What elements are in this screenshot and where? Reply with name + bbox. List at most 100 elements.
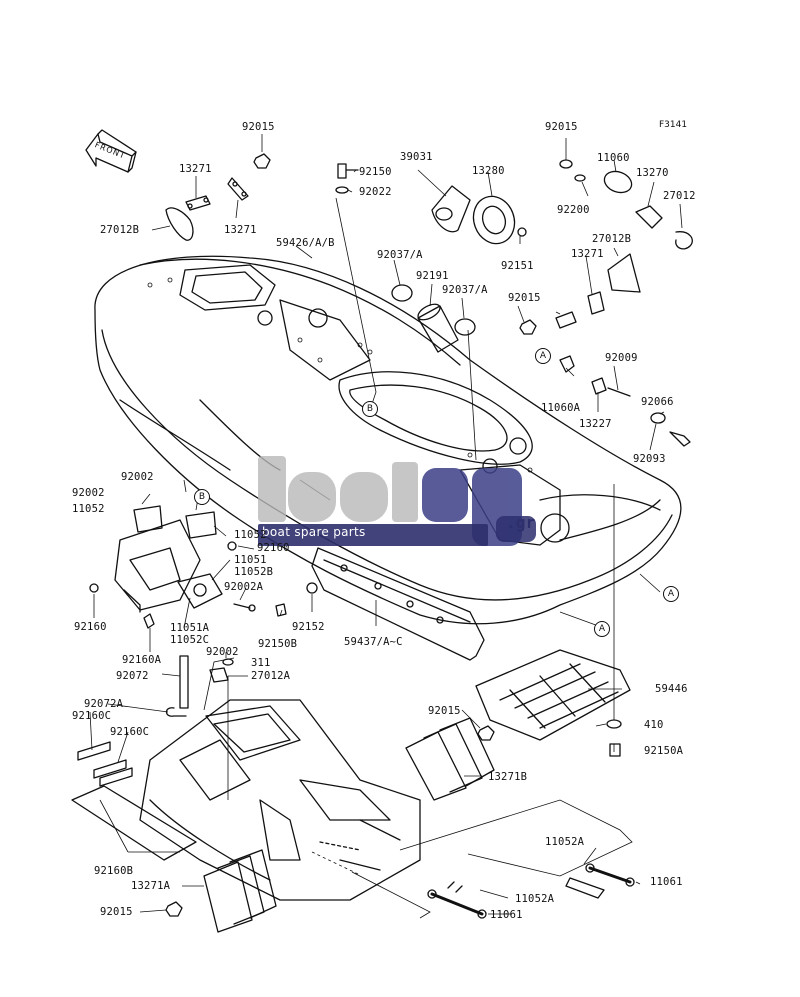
strap-92072 <box>179 655 189 709</box>
part-label: 92015 <box>100 906 133 918</box>
part-label: 92160C <box>110 726 150 738</box>
washer-92022 <box>335 186 349 194</box>
latch-11051 <box>177 573 223 609</box>
plate-27012b-left <box>165 207 194 241</box>
bolt-92150b <box>275 603 287 617</box>
hull-underside-illustration <box>139 699 421 901</box>
front-arrow-icon <box>85 129 137 173</box>
part-label: 92191 <box>416 270 449 282</box>
part-label: 92150B <box>258 638 298 650</box>
part-label: 39031 <box>400 151 433 163</box>
hose-clamp-92037a-upper <box>391 284 413 302</box>
part-label: 11052A <box>545 836 585 848</box>
part-label: 27012A <box>251 670 291 682</box>
part-label: 92002 <box>121 471 154 483</box>
part-label: 59426/A/B <box>276 237 335 249</box>
part-label: 410 <box>644 719 664 731</box>
part-label: 92160C <box>72 710 112 722</box>
part-label: 92015 <box>242 121 275 133</box>
clip-11052a-right <box>565 877 605 899</box>
part-label: 13271B <box>488 771 528 783</box>
part-label: 11061 <box>650 876 683 888</box>
part-label: 13280 <box>472 165 505 177</box>
part-label: 92015 <box>428 705 461 717</box>
part-label: 11052A <box>515 893 555 905</box>
part-label: 92160A <box>122 654 162 666</box>
link-13271-upper <box>227 177 249 201</box>
duct-39031 <box>431 185 471 233</box>
callout-b-hull: B <box>362 401 378 417</box>
part-label: 11052 <box>234 529 267 541</box>
plate-13270 <box>635 205 663 229</box>
part-label: 92072A <box>84 698 124 710</box>
nut-92015-top <box>253 153 271 169</box>
part-label: 92066 <box>641 396 674 408</box>
part-label: 11052C <box>170 634 210 646</box>
callout-a-lower: A <box>594 621 610 637</box>
part-label: 27012B <box>100 224 140 236</box>
screw-92009 <box>607 387 631 397</box>
nut-92160-mid <box>227 541 237 551</box>
washer-92093 <box>650 412 666 424</box>
hull-illustration <box>94 255 682 625</box>
part-label: 311 <box>251 657 271 669</box>
part-label: 92022 <box>359 186 392 198</box>
part-label: 27012 <box>663 190 696 202</box>
part-label: 11060 <box>597 152 630 164</box>
part-label: 92037/A <box>377 249 423 261</box>
bolt-92150a <box>609 743 621 757</box>
part-label: 92200 <box>557 204 590 216</box>
hose-clamp-92037a-lower <box>454 318 476 336</box>
clip-92160a <box>143 613 155 629</box>
cover-11060 <box>603 170 633 194</box>
nut-92160-left <box>89 583 99 593</box>
bracket-assembly-left <box>114 519 201 613</box>
link-13271-mid <box>555 311 577 329</box>
part-label: 92151 <box>501 260 534 272</box>
figure-code: F3141 <box>659 120 688 130</box>
pad-13271b <box>405 717 495 801</box>
part-label: 11051 <box>234 554 267 566</box>
rail-59437 <box>311 547 485 661</box>
part-label: 92150A <box>644 745 684 757</box>
callout-a-right: A <box>663 586 679 602</box>
link-13271-left <box>185 195 211 211</box>
clip-11052a-bottom <box>447 881 463 893</box>
part-label: 11052 <box>72 503 105 515</box>
part-label: 92015 <box>545 121 578 133</box>
part-label: 92037/A <box>442 284 488 296</box>
bracket-11052-right <box>185 511 217 539</box>
washer-92200 <box>574 174 586 182</box>
part-label: 13271A <box>131 880 171 892</box>
part-label: 13271 <box>224 224 257 236</box>
part-label: 92015 <box>508 292 541 304</box>
part-label: 92002 <box>72 487 105 499</box>
part-label: 92160 <box>74 621 107 633</box>
plate-27012b-right <box>607 253 641 293</box>
pad-92160c-pair <box>93 759 133 787</box>
part-label: 13227 <box>579 418 612 430</box>
part-label: 13271 <box>571 248 604 260</box>
nut-92015-mid <box>519 319 537 335</box>
pin-11061-right <box>585 863 635 887</box>
leader-lines <box>89 134 683 919</box>
washer-92015-right <box>559 159 573 169</box>
bracket-13227 <box>591 377 607 395</box>
part-label: 59446 <box>655 683 688 695</box>
part-label: 92160B <box>94 865 134 877</box>
intake-grate-59446 <box>475 649 631 741</box>
part-label: 92150 <box>359 166 392 178</box>
part-label: 27012B <box>592 233 632 245</box>
washer-410 <box>606 719 622 729</box>
watermark-tagline: boat spare parts <box>262 525 366 539</box>
screw-92151 <box>517 227 527 237</box>
link-13271-right <box>587 291 605 315</box>
part-label: 13271 <box>179 163 212 175</box>
part-label: 59437/A~C <box>344 636 403 648</box>
cap-11060a <box>559 355 575 373</box>
part-label: 13270 <box>636 167 669 179</box>
spacer-92152 <box>306 582 318 594</box>
clip-92072a <box>165 707 187 717</box>
pad-92160c-single <box>77 741 111 761</box>
